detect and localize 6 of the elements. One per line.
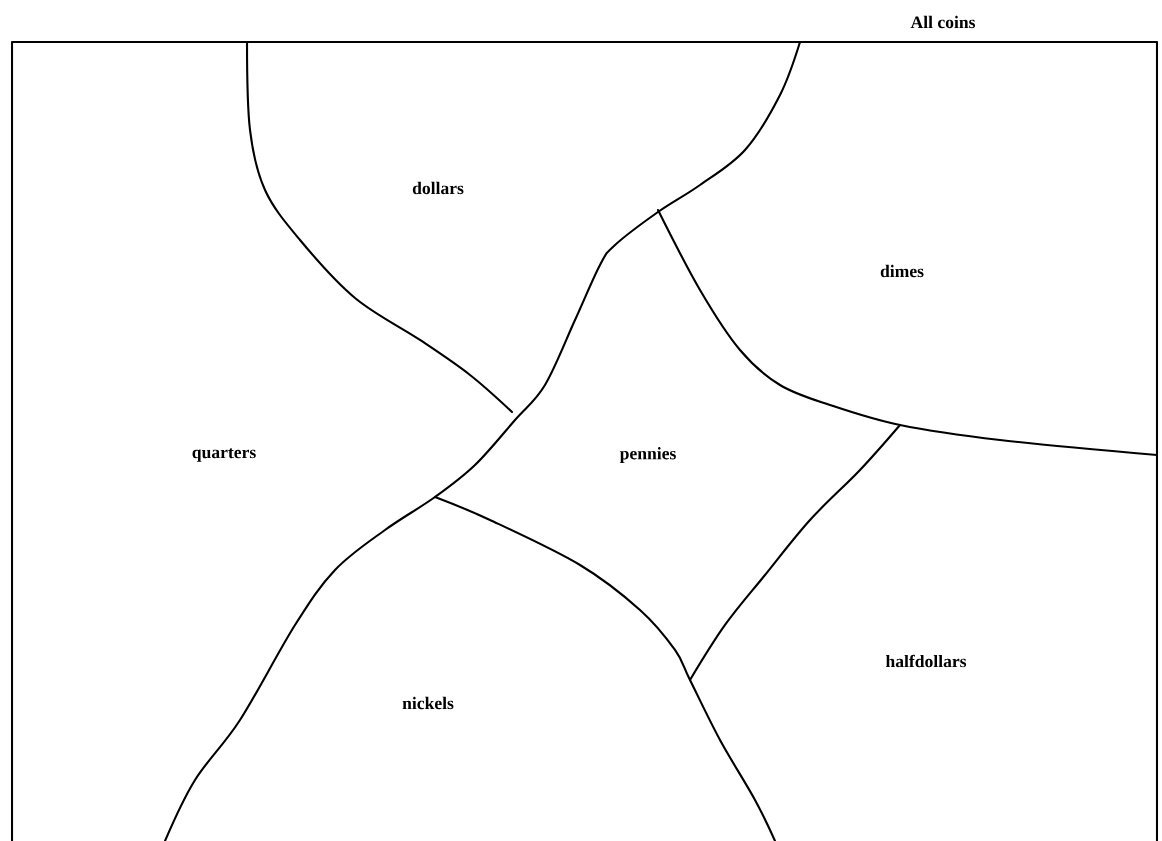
region-label: dimes bbox=[880, 264, 924, 278]
region-label: quarters bbox=[192, 448, 256, 462]
region-label: dollars bbox=[412, 181, 464, 195]
region-label: nickels bbox=[402, 696, 454, 710]
region-label: pennies bbox=[619, 447, 676, 463]
region-label: halfdollars bbox=[885, 654, 967, 668]
